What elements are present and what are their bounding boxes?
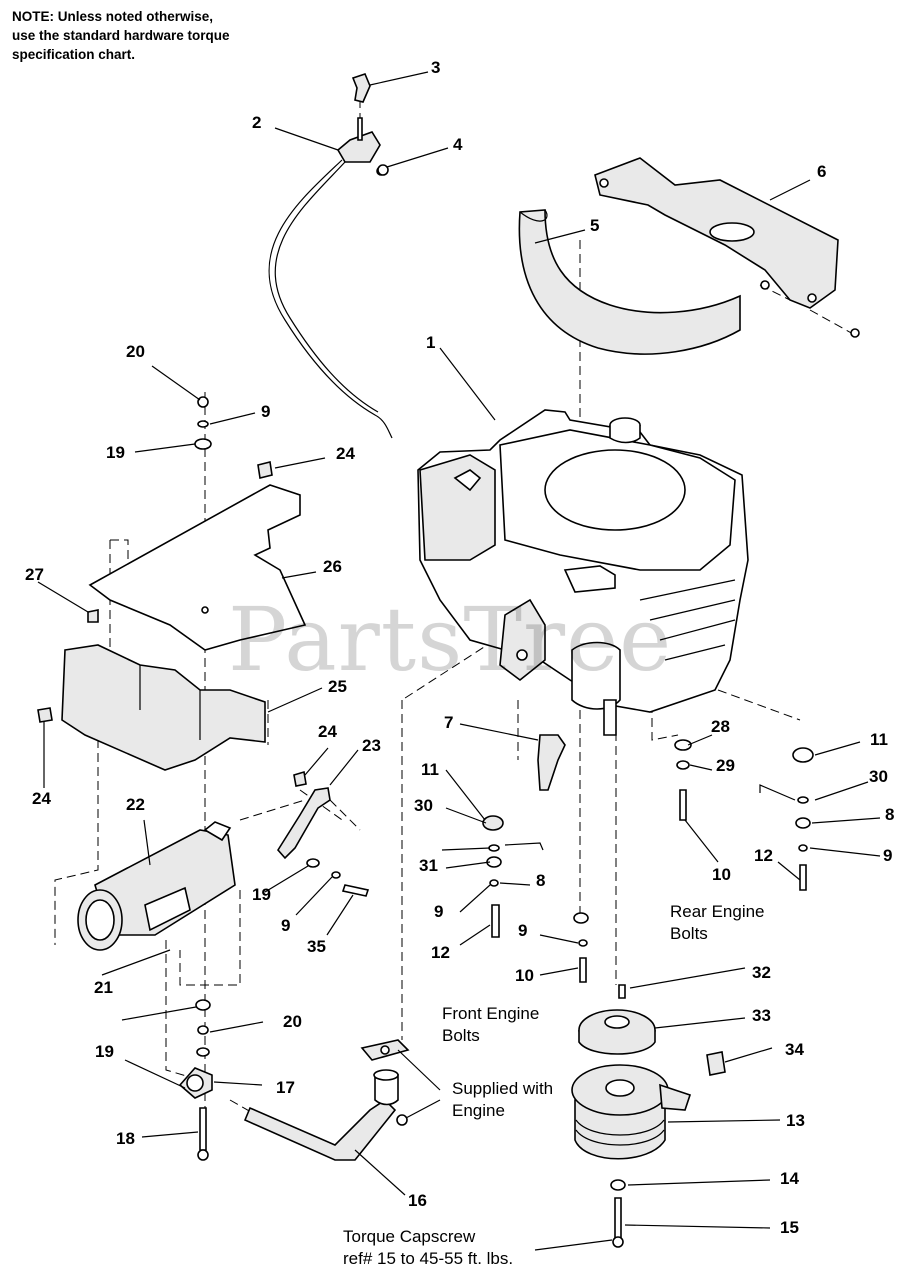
callout-25: 25 (328, 677, 347, 696)
callout-9a: 9 (261, 402, 271, 421)
front-caption-line-2: Bolts (442, 1026, 480, 1045)
torque-caption-line-1: Torque Capscrew (343, 1227, 476, 1246)
callout-18: 18 (116, 1129, 135, 1148)
curved-shroud (518, 209, 741, 355)
callout-26: 26 (323, 557, 342, 576)
callout-19a: 19 (106, 443, 125, 462)
callout-24a: 24 (336, 444, 355, 463)
hardware-note: NOTE: Unless noted otherwise, use the st… (12, 7, 230, 64)
rear-caption-line-1: Rear Engine (670, 902, 765, 921)
callout-17: 17 (276, 1078, 295, 1097)
callout-2: 2 (252, 113, 262, 132)
callout-7: 7 (444, 713, 454, 732)
callout-19c: 19 (95, 1042, 114, 1061)
callout-8b: 8 (885, 805, 895, 824)
callout-35: 35 (307, 937, 326, 956)
callout-28: 28 (711, 717, 730, 736)
callout-9e: 9 (883, 846, 893, 865)
callout-13: 13 (786, 1111, 805, 1130)
engine (417, 409, 749, 736)
supplied-with-engine-caption: Supplied with Engine (452, 1078, 553, 1122)
callout-9c: 9 (434, 902, 444, 921)
callout-20a: 20 (126, 342, 145, 361)
callout-3: 3 (431, 58, 441, 77)
callout-4: 4 (453, 135, 463, 154)
callout-10b: 10 (712, 865, 731, 884)
exhaust-clamp (178, 1067, 213, 1099)
callout-21: 21 (94, 978, 113, 997)
note-line-2: use the standard hardware torque (12, 28, 230, 43)
front-engine-bolts-caption: Front Engine Bolts (442, 1003, 539, 1047)
callout-10a: 10 (515, 966, 534, 985)
hardware (37, 164, 860, 1248)
electric-clutch (571, 1064, 692, 1160)
callout-20b: 20 (283, 1012, 302, 1031)
callout-22: 22 (126, 795, 145, 814)
callout-24c: 24 (32, 789, 51, 808)
callout-29: 29 (716, 756, 735, 775)
supplied-caption-line-1: Supplied with (452, 1079, 554, 1098)
callout-14: 14 (780, 1169, 799, 1188)
callout-9b: 9 (281, 916, 291, 935)
watermark: PartsTree (228, 588, 673, 691)
supplied-caption-line-2: Engine (452, 1101, 505, 1120)
exhaust-pipe (243, 1039, 410, 1161)
callout-24b: 24 (318, 722, 337, 741)
callout-12a: 12 (431, 943, 450, 962)
rear-caption-line-2: Bolts (670, 924, 708, 943)
callout-23: 23 (362, 736, 381, 755)
callout-27: 27 (25, 565, 44, 584)
muffler-bracket (277, 787, 331, 860)
note-line-1: NOTE: Unless noted otherwise, (12, 9, 214, 24)
heat-shield-bracket (594, 157, 839, 309)
torque-caption-line-2: ref# 15 to 45-55 ft. lbs. (343, 1249, 514, 1268)
callout-6: 6 (817, 162, 827, 181)
leader-lines (37, 71, 881, 1251)
callout-31: 31 (419, 856, 438, 875)
deflector-plate (88, 484, 307, 651)
callout-15: 15 (780, 1218, 799, 1237)
callout-34: 34 (785, 1040, 804, 1059)
torque-capscrew-caption: Torque Capscrew ref# 15 to 45-55 ft. lbs… (343, 1226, 513, 1270)
callout-19b: 19 (252, 885, 271, 904)
callout-32: 32 (752, 963, 771, 982)
callout-5: 5 (590, 216, 600, 235)
callout-12b: 12 (754, 846, 773, 865)
throttle-cable (268, 73, 393, 439)
fitting (537, 734, 566, 791)
callout-11a: 11 (421, 760, 439, 779)
muffler (77, 821, 236, 951)
front-caption-line-1: Front Engine (442, 1004, 540, 1023)
key (618, 984, 626, 999)
muffler-shield (61, 644, 266, 771)
pulley (578, 1009, 656, 1055)
callout-11b: 11 (870, 730, 888, 749)
callout-8a: 8 (536, 871, 546, 890)
callout-30b: 30 (869, 767, 888, 786)
callout-33: 33 (752, 1006, 771, 1025)
callout-16: 16 (408, 1191, 427, 1210)
connector-plug (706, 1051, 726, 1076)
callout-1: 1 (426, 333, 436, 352)
callout-9d: 9 (518, 921, 528, 940)
note-line-3: specification chart. (12, 47, 136, 62)
rear-engine-bolts-caption: Rear Engine Bolts (670, 901, 765, 945)
callout-30a: 30 (414, 796, 433, 815)
